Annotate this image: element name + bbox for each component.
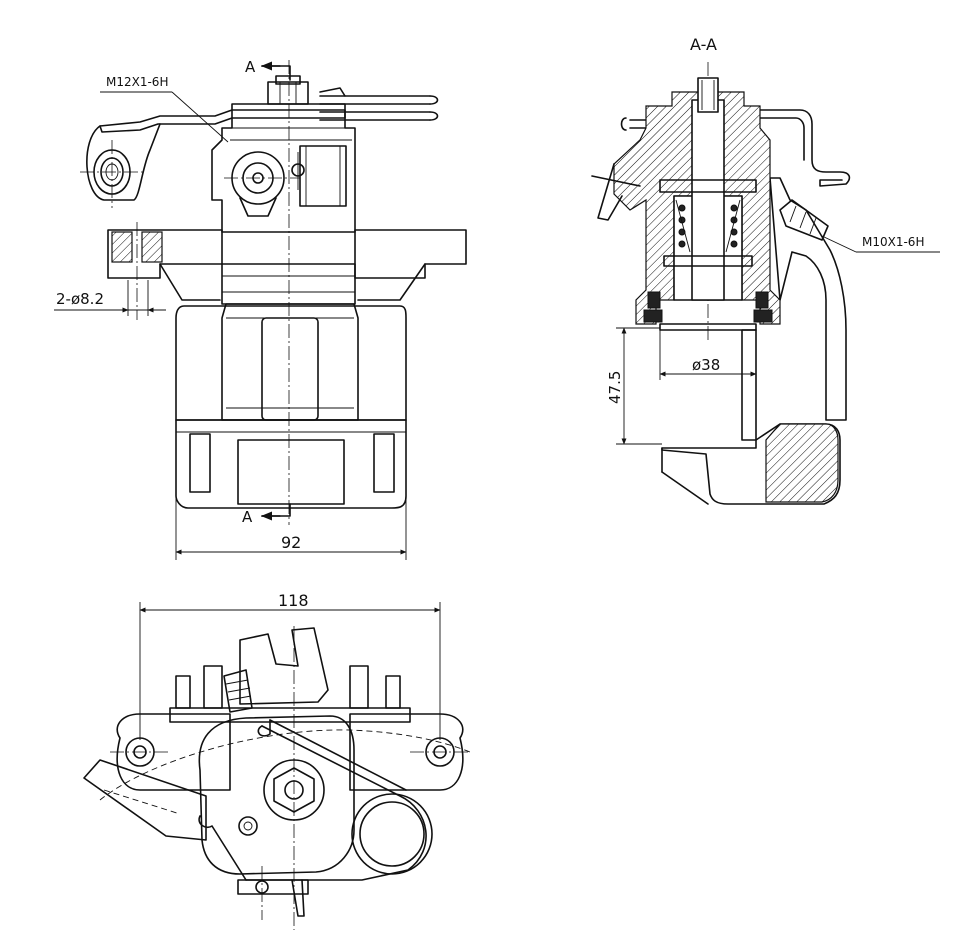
width-dimension-118: 118	[278, 591, 309, 610]
section-title: A-A	[690, 35, 717, 54]
hole-callout: 2-ø8.2	[56, 290, 104, 308]
section-arrow-bottom-label: A	[242, 508, 253, 526]
bottom-view: 118	[83, 591, 471, 930]
thread-callout-m10: M10X1-6H	[862, 235, 924, 249]
coil-spring	[675, 199, 741, 253]
front-view: A A M12X1-6H 2-ø8.2 92	[54, 58, 467, 560]
piston-diameter-label: ø38	[692, 356, 720, 374]
section-view-a-a: A-A	[591, 35, 940, 505]
height-dimension-47-5: 47.5	[606, 371, 624, 404]
section-arrow-top-label: A	[245, 58, 256, 76]
width-dimension-92: 92	[281, 533, 301, 552]
thread-callout-m12: M12X1-6H	[106, 75, 168, 89]
